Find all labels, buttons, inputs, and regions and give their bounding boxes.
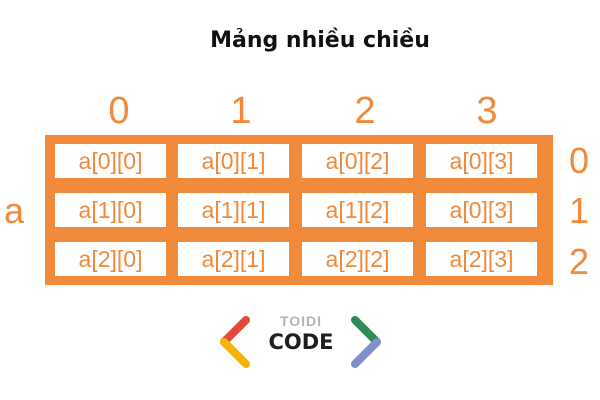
row-index-2: 2: [568, 241, 590, 282]
array-name-label: a: [4, 190, 25, 231]
toidicode-logo: TOIDI CODE: [218, 312, 383, 372]
array-cell: a[1][0]: [53, 191, 168, 229]
logo-main-text: CODE: [268, 330, 334, 354]
row-index-1: 1: [568, 190, 590, 231]
array-cell: a[2][0]: [53, 240, 168, 278]
array-cell: a[0][2]: [300, 142, 415, 180]
array-cell: a[0][3]: [424, 191, 539, 229]
column-index-1: 1: [230, 90, 252, 132]
code-brackets-icon: [220, 316, 381, 368]
array-cell: a[0][3]: [424, 142, 539, 180]
logo-top-text: TOIDI: [279, 313, 323, 329]
column-index-2: 2: [354, 90, 376, 132]
array-cell: a[0][1]: [176, 142, 291, 180]
row-index-0: 0: [568, 140, 590, 181]
array-cell: a[2][1]: [176, 240, 291, 278]
array-cell: a[2][3]: [424, 240, 539, 278]
array-cell: a[1][1]: [176, 191, 291, 229]
diagram-title: Mảng nhiều chiều: [210, 28, 430, 53]
column-index-3: 3: [476, 90, 498, 132]
array-cell: a[0][0]: [53, 142, 168, 180]
array-cell: a[1][2]: [300, 191, 415, 229]
column-index-0: 0: [108, 90, 130, 132]
array-cell: a[2][2]: [300, 240, 415, 278]
array-grid: a[0][0] a[0][1] a[0][2] a[0][3] a[1][0] …: [45, 135, 553, 285]
